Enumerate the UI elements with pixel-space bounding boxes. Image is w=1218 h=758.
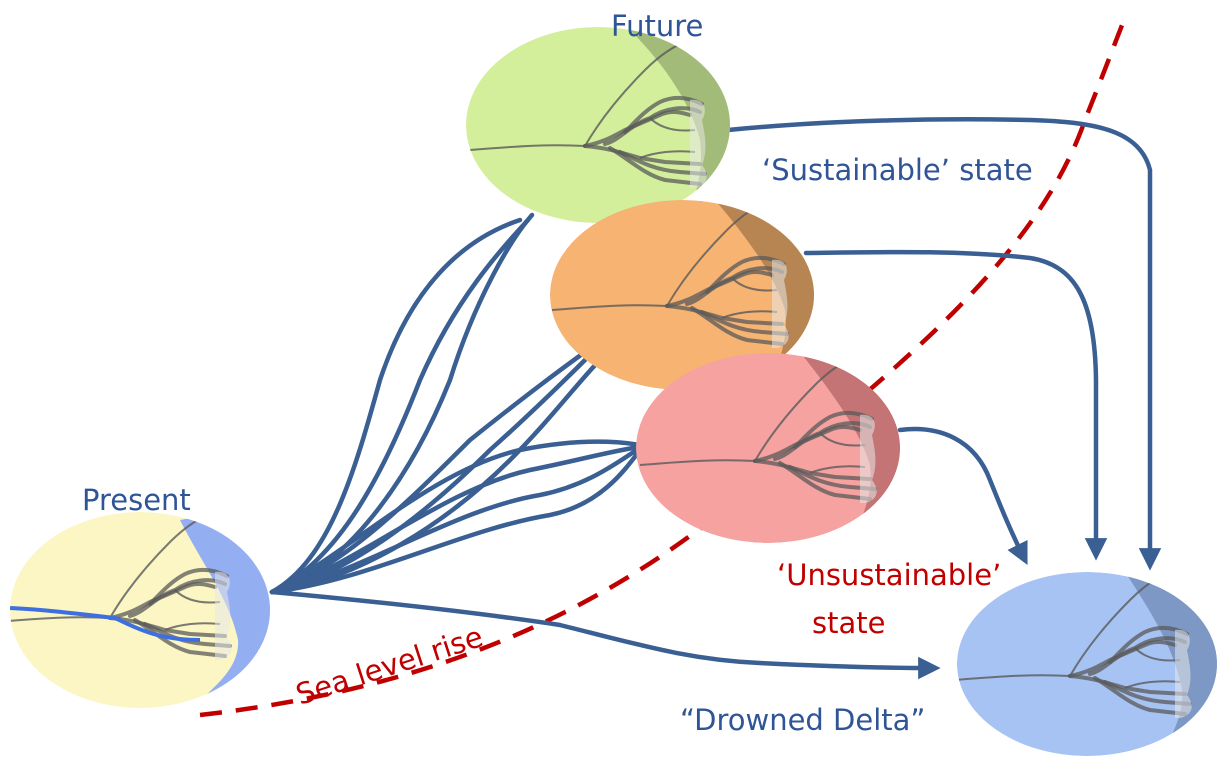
unsustainable-state-label-line1: ‘Unsustainable’ bbox=[777, 558, 1001, 592]
arrow-green-to-drowned bbox=[725, 117, 1162, 571]
present-label: Present bbox=[82, 483, 191, 517]
sea-level-rise-curve bbox=[199, 14, 1129, 718]
arrow-red-to-drowned bbox=[897, 426, 1028, 566]
pathway-to-drowned bbox=[269, 589, 941, 680]
present-delta-ellipse bbox=[10, 512, 270, 708]
arrow-orange-to-drowned bbox=[803, 249, 1108, 561]
future-green-delta-ellipse bbox=[466, 27, 730, 223]
future-label: Future bbox=[611, 9, 703, 43]
sustainable-state-label: ‘Sustainable’ state bbox=[762, 153, 1033, 187]
pathways-to-green bbox=[269, 212, 535, 595]
drowned-delta-label: “Drowned Delta” bbox=[680, 703, 925, 737]
pathways-to-red bbox=[269, 439, 643, 595]
sea-level-rise-label: Sea level rise bbox=[292, 619, 487, 711]
unsustainable-state-label-line2: state bbox=[812, 606, 885, 640]
drowned-delta-ellipse bbox=[957, 572, 1217, 756]
